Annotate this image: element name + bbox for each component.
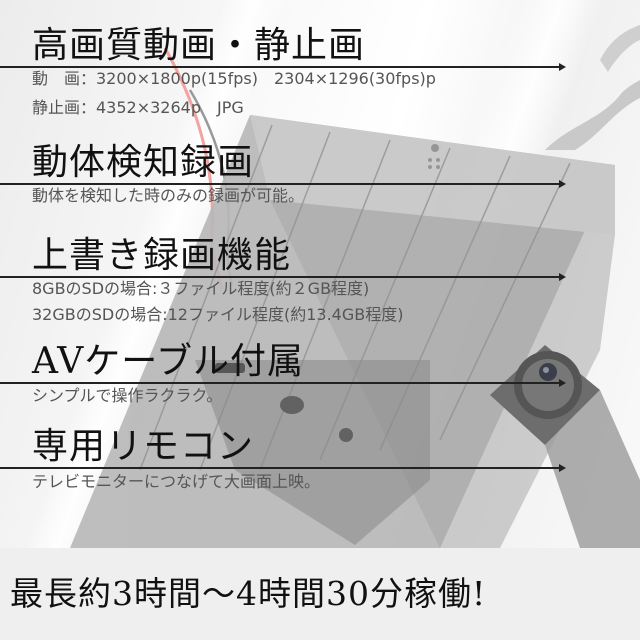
feature-title-av-cable: AVケーブル付属 [32,341,305,382]
divider-arrow [0,464,566,472]
feature-detail-8gb: 8GBのSDの場合:３ファイル程度(約２GB程度) [32,279,370,298]
divider-arrow [0,379,566,387]
feature-detail-av-cable: シンプルで操作ラクラク。 [32,386,223,405]
button-icon [339,428,353,442]
divider-arrow [0,63,566,71]
feature-title-motion-detection: 動体検知録画 [32,142,255,183]
feature-title-high-quality: 高画質動画・静止画 [32,25,366,66]
cable-icon [545,80,640,150]
divider-arrow [0,180,566,188]
camera-module-icon [490,345,640,548]
runtime-banner: 最長約3時間〜4時間30分稼働! [0,548,640,640]
recorder-box-icon [70,115,615,548]
feature-detail-video-resolution: 動 画：3200×1800p(15fps) 2304×1296(30fps)p [32,69,436,88]
feature-detail-remote-control: テレビモニターにつなげて大画面上映。 [32,472,321,491]
camera-device-illustration [70,25,640,548]
feature-detail-still-resolution: 静止画：4352×3264p JPG [32,98,244,117]
feature-detail-32gb: 32GBのSDの場合:12ファイル程度(約13.4GB程度) [32,305,404,324]
product-hero: 高画質動画・静止画 動 画：3200×1800p(15fps) 2304×129… [0,0,640,548]
port-icon [280,396,304,414]
feature-title-overwrite-recording: 上書き録画機能 [32,235,292,276]
feature-detail-motion-detection: 動体を検知した時のみの録画が可能。 [32,186,305,205]
runtime-headline: 最長約3時間〜4時間30分稼働! [10,574,487,613]
av-port-icon [215,363,245,373]
feature-title-remote-control: 専用リモコン [32,426,255,467]
divider-arrow [0,273,566,281]
